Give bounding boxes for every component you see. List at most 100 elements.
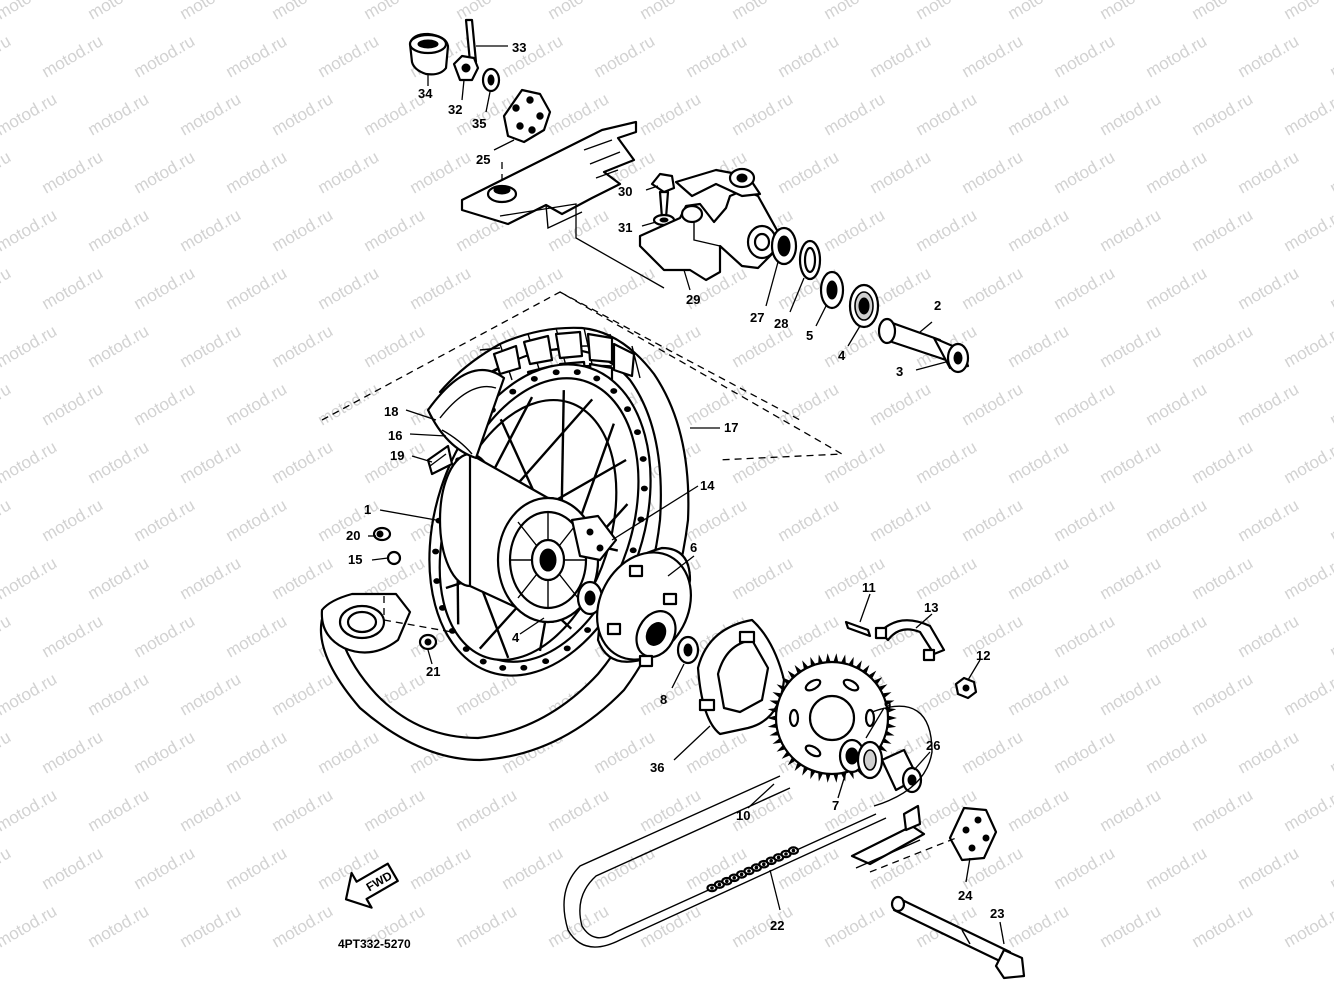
cap-34 bbox=[408, 32, 450, 76]
sprocket-tooth bbox=[861, 665, 870, 675]
sprocket-tooth bbox=[802, 766, 809, 776]
callout-24: 24 bbox=[958, 888, 973, 903]
callout-4-top: 4 bbox=[838, 348, 846, 363]
watermark-text: motod.ru bbox=[39, 611, 107, 661]
rim-hole bbox=[499, 664, 507, 671]
watermark-text: motod.ru bbox=[1189, 785, 1257, 835]
watermark-text: motod.ru bbox=[39, 727, 107, 777]
sprocket-tooth bbox=[825, 653, 831, 663]
spacer-5 bbox=[819, 270, 845, 310]
watermark-text: motod.ru bbox=[0, 553, 60, 603]
sprocket-tooth bbox=[787, 670, 797, 680]
sprocket-lightening-hole bbox=[864, 708, 876, 728]
sprocket-tooth bbox=[802, 660, 809, 670]
callout-32: 32 bbox=[448, 102, 462, 117]
rim-lock-21 bbox=[418, 633, 438, 651]
callout-4-lower: 4 bbox=[512, 630, 520, 645]
watermark-text: motod.ru bbox=[1235, 147, 1303, 197]
watermark-text: motod.ru bbox=[39, 495, 107, 545]
chain-puller-bolt-33 bbox=[464, 18, 478, 64]
watermark-text: motod.ru bbox=[407, 843, 475, 893]
watermark-text: motod.ru bbox=[85, 205, 153, 255]
watermark-text: motod.ru bbox=[867, 379, 935, 429]
watermark-text: motod.ru bbox=[85, 669, 153, 719]
bolt-11 bbox=[844, 620, 872, 638]
callout-5: 5 bbox=[806, 328, 813, 343]
watermark-text: motod.ru bbox=[1189, 0, 1257, 23]
chain-pin bbox=[732, 876, 737, 880]
watermark-text: motod.ru bbox=[453, 0, 521, 23]
watermark-text: motod.ru bbox=[131, 147, 199, 197]
watermark-text: motod.ru bbox=[361, 0, 429, 23]
sprocket-tooth bbox=[767, 722, 778, 729]
rim-hole bbox=[509, 388, 517, 395]
watermark-text: motod.ru bbox=[0, 669, 60, 719]
watermark-text: motod.ru bbox=[0, 31, 14, 81]
watermark-text: motod.ru bbox=[729, 553, 797, 603]
watermark-text: motod.ru bbox=[1281, 205, 1334, 255]
watermark-text: motod.ru bbox=[1189, 437, 1257, 487]
watermark-text: motod.ru bbox=[683, 727, 751, 777]
watermark-text: motod.ru bbox=[959, 495, 1027, 545]
sprocket-tooth bbox=[818, 654, 824, 665]
watermark-text: motod.ru bbox=[1281, 553, 1334, 603]
watermark-text: motod.ru bbox=[223, 843, 291, 893]
nipple-20 bbox=[372, 526, 392, 542]
watermark-text: motod.ru bbox=[1005, 0, 1073, 23]
watermark-text: motod.ru bbox=[1143, 379, 1211, 429]
watermark-text: motod.ru bbox=[1097, 785, 1165, 835]
watermark-text: motod.ru bbox=[1235, 379, 1303, 429]
sprocket-tooth bbox=[833, 653, 839, 663]
watermark-text: motod.ru bbox=[637, 0, 705, 23]
sprocket-tooth bbox=[884, 730, 895, 736]
watermark-text: motod.ru bbox=[0, 321, 60, 371]
dash-guide bbox=[499, 203, 665, 289]
watermark-text: motod.ru bbox=[177, 321, 245, 371]
callout-20: 20 bbox=[346, 528, 360, 543]
rim-hole bbox=[438, 604, 446, 611]
watermark-text: motod.ru bbox=[407, 147, 475, 197]
watermark-text: motod.ru bbox=[1189, 901, 1257, 951]
sprocket-hub-6 bbox=[595, 546, 693, 668]
watermark-text: motod.ru bbox=[269, 785, 337, 835]
watermark-text: motod.ru bbox=[821, 437, 889, 487]
seal-9 bbox=[856, 740, 884, 780]
watermark-text: motod.ru bbox=[315, 147, 383, 197]
watermark-text: motod.ru bbox=[223, 31, 291, 81]
watermark-text: motod.ru bbox=[269, 669, 337, 719]
sprocket-tooth bbox=[867, 670, 877, 680]
watermark-text: motod.ru bbox=[177, 785, 245, 835]
watermark-text: motod.ru bbox=[821, 785, 889, 835]
watermark-text: motod.ru bbox=[867, 495, 935, 545]
nipple-15 bbox=[386, 550, 402, 566]
rim-hole bbox=[448, 627, 456, 634]
watermark-text: motod.ru bbox=[1281, 785, 1334, 835]
callout-2: 2 bbox=[934, 298, 941, 313]
watermark-text: motod.ru bbox=[1327, 727, 1334, 777]
sprocket-tooth bbox=[886, 707, 897, 714]
watermark-text: motod.ru bbox=[1189, 321, 1257, 371]
watermark-text: motod.ru bbox=[1327, 147, 1334, 197]
sprocket-tooth bbox=[769, 700, 780, 706]
sprocket-tooth bbox=[772, 737, 783, 744]
callout-13: 13 bbox=[924, 600, 938, 615]
chain-pin bbox=[754, 865, 759, 870]
watermark-text: motod.ru bbox=[0, 727, 14, 777]
watermark-text: motod.ru bbox=[637, 901, 705, 951]
watermark-text: motod.ru bbox=[499, 263, 567, 313]
chain-pin bbox=[784, 852, 788, 856]
watermark-text: motod.ru bbox=[913, 205, 981, 255]
watermark-text: motod.ru bbox=[637, 669, 705, 719]
watermark-text: motod.ru bbox=[85, 0, 153, 23]
watermark-text: motod.ru bbox=[223, 147, 291, 197]
rim-hole bbox=[530, 375, 538, 382]
watermark-text: motod.ru bbox=[131, 727, 199, 777]
watermark-text: motod.ru bbox=[1281, 669, 1334, 719]
watermark-text: motod.ru bbox=[131, 263, 199, 313]
watermark-text: motod.ru bbox=[545, 0, 613, 23]
nut-12 bbox=[954, 676, 978, 700]
watermark-text: motod.ru bbox=[131, 31, 199, 81]
nut-32 bbox=[452, 54, 480, 82]
watermark-text: motod.ru bbox=[177, 437, 245, 487]
watermark-text: motod.ru bbox=[177, 89, 245, 139]
